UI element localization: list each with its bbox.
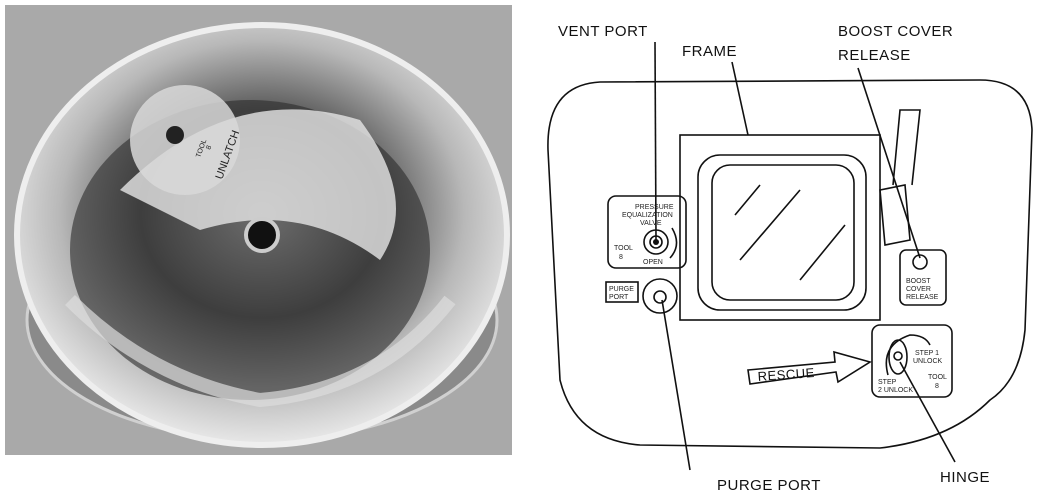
pev-tool-number: 8 — [619, 254, 623, 261]
callout-frame: FRAME — [682, 43, 737, 60]
bcr-label-3: RELEASE — [906, 294, 939, 301]
hinge-tool-label: TOOL — [928, 374, 947, 381]
boost-cover-release — [879, 109, 947, 306]
bcr-label-1: BOOST — [906, 278, 931, 285]
leader-lines — [654, 41, 956, 471]
step2-label-1: STEP — [878, 379, 897, 386]
window-frame — [679, 134, 881, 321]
callout-boost-cover-2: RELEASE — [838, 47, 911, 64]
pev-label-3: VALVE — [640, 220, 662, 227]
purge-label-2: PORT — [609, 294, 629, 301]
bcr-label-2: COVER — [906, 286, 931, 293]
rescue-arrow — [747, 350, 872, 385]
step1-label-1: STEP 1 — [915, 350, 939, 357]
hatch-outline — [547, 79, 1033, 449]
pev-label-2: EQUALIZATION — [622, 212, 673, 219]
callout-hinge: HINGE — [940, 469, 990, 486]
callout-vent-port: VENT PORT — [558, 23, 648, 40]
decal-tool-number: 8 — [205, 145, 213, 151]
pev-open-label: OPEN — [643, 259, 663, 266]
pev-label-1: PRESSURE — [635, 204, 674, 211]
step2-label-2: 2 UNLOCK — [878, 387, 913, 394]
hinge-handle — [871, 324, 953, 398]
callout-purge-port: PURGE PORT — [717, 477, 821, 494]
purge-label-1: PURGE — [609, 286, 634, 293]
callout-boost-cover-1: BOOST COVER — [838, 23, 953, 40]
hatch-photo — [5, 5, 512, 455]
step1-label-2: UNLOCK — [913, 358, 943, 365]
purge-port — [605, 278, 678, 314]
rescue-label: RESCUE — [757, 365, 815, 384]
hinge-tool-number: 8 — [935, 383, 939, 390]
pev-tool-label: TOOL — [614, 245, 633, 252]
